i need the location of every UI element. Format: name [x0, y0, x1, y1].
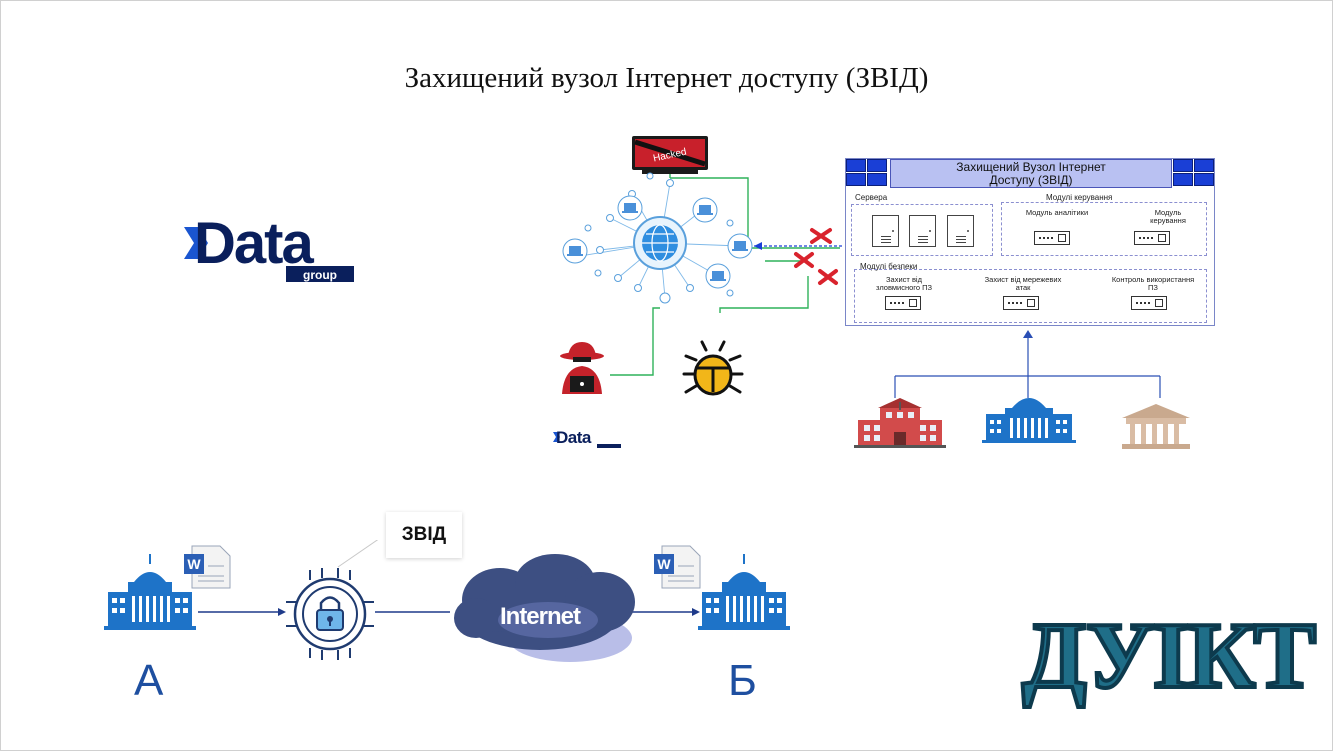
- data-group-logo-small: Data: [553, 428, 621, 448]
- network-attack-protection-device: [1003, 296, 1039, 310]
- software-control-label: Контроль використання ПЗ: [1111, 275, 1195, 292]
- word-document-icon: W: [654, 545, 701, 589]
- hacked-monitor-icon: Hacked: [632, 136, 708, 174]
- government-building-icon: [982, 398, 1076, 443]
- analytics-module-label: Модуль аналітики: [1025, 208, 1089, 217]
- client-arrow: [1023, 330, 1033, 338]
- panel-title-line1: Захищений Вузол Інтернет: [956, 160, 1106, 174]
- control-module-label: Модуль керування: [1150, 208, 1186, 225]
- blocked-link-arrow: [754, 242, 762, 250]
- word-document-icon: W: [184, 545, 231, 589]
- control-modules-label: Модулі керування: [1046, 193, 1113, 202]
- control-modules-group: Модуль аналітики Модуль керування: [1001, 202, 1207, 256]
- header-block: [1194, 173, 1214, 186]
- analytics-module-device: [1034, 231, 1070, 245]
- header-block: [846, 173, 866, 186]
- transfer-diagram: W Internet W: [104, 540, 790, 662]
- clients-diagram: [854, 330, 1190, 449]
- panel-header: Захищений Вузол Інтернет Доступу (ЗВІД): [846, 159, 1214, 189]
- network-attack-protection-label: Захист від мережевих атак: [984, 275, 1062, 292]
- malware-protection-device: [885, 296, 921, 310]
- bank-building-icon: [1122, 404, 1190, 449]
- zvid-callout: ЗВІД: [386, 512, 462, 558]
- secure-node-lock-icon: [286, 568, 374, 660]
- blocked-x-marks: [794, 228, 838, 285]
- header-block: [867, 173, 887, 186]
- sender-label: А: [134, 656, 164, 705]
- panel-title-line2: Доступу (ЗВІД): [989, 173, 1073, 187]
- hacker-icon: [560, 342, 604, 394]
- zvid-panel: Захищений Вузол Інтернет Доступу (ЗВІД) …: [845, 158, 1215, 326]
- security-modules-group: Захист від зловмисного ПЗ Захист від мер…: [854, 269, 1207, 323]
- receiver-label: Б: [728, 656, 757, 705]
- software-control-device: [1131, 296, 1167, 310]
- school-building-icon: [854, 398, 946, 448]
- data-logo-word: Data: [194, 211, 314, 276]
- server-icon: [872, 215, 899, 247]
- arrow-head: [692, 608, 700, 616]
- server-icon: [947, 215, 974, 247]
- header-block: [1173, 173, 1193, 186]
- internet-cloud-icon: Internet: [454, 554, 635, 662]
- arrow-head: [278, 608, 286, 616]
- sender-building-icon: [104, 554, 196, 630]
- network-cloud-icon: [579, 172, 741, 304]
- callout-pointer: [337, 540, 379, 568]
- data-group-logo: Data group: [184, 211, 354, 282]
- data-logo-chevron: [184, 227, 208, 259]
- malware-protection-label: Захист від зловмисного ПЗ: [875, 275, 933, 292]
- laptop-icons: [567, 203, 748, 281]
- internet-label: Internet: [500, 603, 581, 630]
- servers-group: [851, 204, 993, 256]
- client-connectors: [894, 334, 1161, 398]
- header-block: [1173, 159, 1193, 172]
- header-block: [846, 159, 866, 172]
- control-module-device: [1134, 231, 1170, 245]
- svg-text:W: W: [187, 556, 201, 572]
- security-modules-label: Модулі безпеки: [860, 262, 918, 271]
- dukt-logo: ДУІКТ: [1020, 604, 1318, 708]
- data-logo-sub-bar: [286, 266, 354, 282]
- attack-network-diagram: Hacked: [560, 136, 844, 396]
- svg-text:Data: Data: [556, 428, 592, 447]
- receiver-building-icon: [698, 554, 790, 630]
- servers-label: Сервера: [855, 193, 888, 202]
- header-block: [1194, 159, 1214, 172]
- server-icon: [909, 215, 936, 247]
- slide-title: Захищений вузол Інтернет доступу (ЗВІД): [404, 62, 929, 94]
- panel-title: Захищений Вузол Інтернет Доступу (ЗВІД): [890, 159, 1172, 188]
- bug-icon: [682, 340, 744, 396]
- data-logo-sub: group: [303, 268, 337, 282]
- svg-text:W: W: [657, 556, 671, 572]
- header-block: [867, 159, 887, 172]
